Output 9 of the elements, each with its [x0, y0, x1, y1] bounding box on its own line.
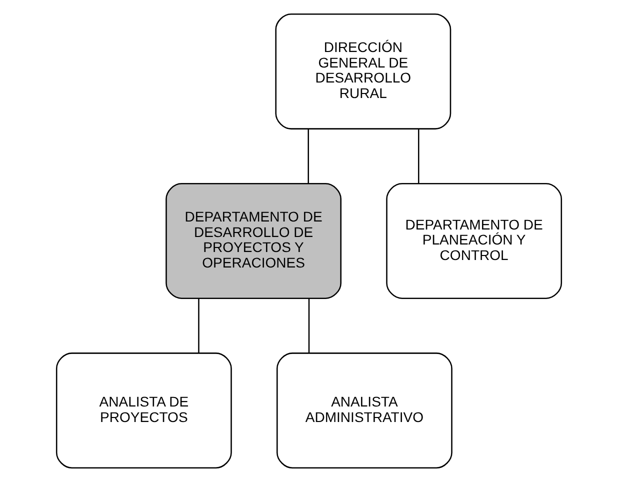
node-box: DEPARTAMENTO DE PLANEACIÓN Y CONTROL	[386, 182, 562, 298]
connector	[418, 128, 420, 183]
node-box: DEPARTAMENTO DE DESARROLLO DE PROYECTOS Y OPERACIONES	[166, 182, 342, 298]
node-box: ANALISTA ADMINISTRATIVO	[276, 352, 452, 468]
node-box: ANALISTA DE PROYECTOS	[56, 352, 232, 468]
connector	[198, 298, 200, 352]
connector	[308, 298, 310, 352]
connector	[308, 128, 309, 183]
node-box: DIRECCIÓN GENERAL DE DESARROLLO RURAL	[275, 12, 452, 129]
